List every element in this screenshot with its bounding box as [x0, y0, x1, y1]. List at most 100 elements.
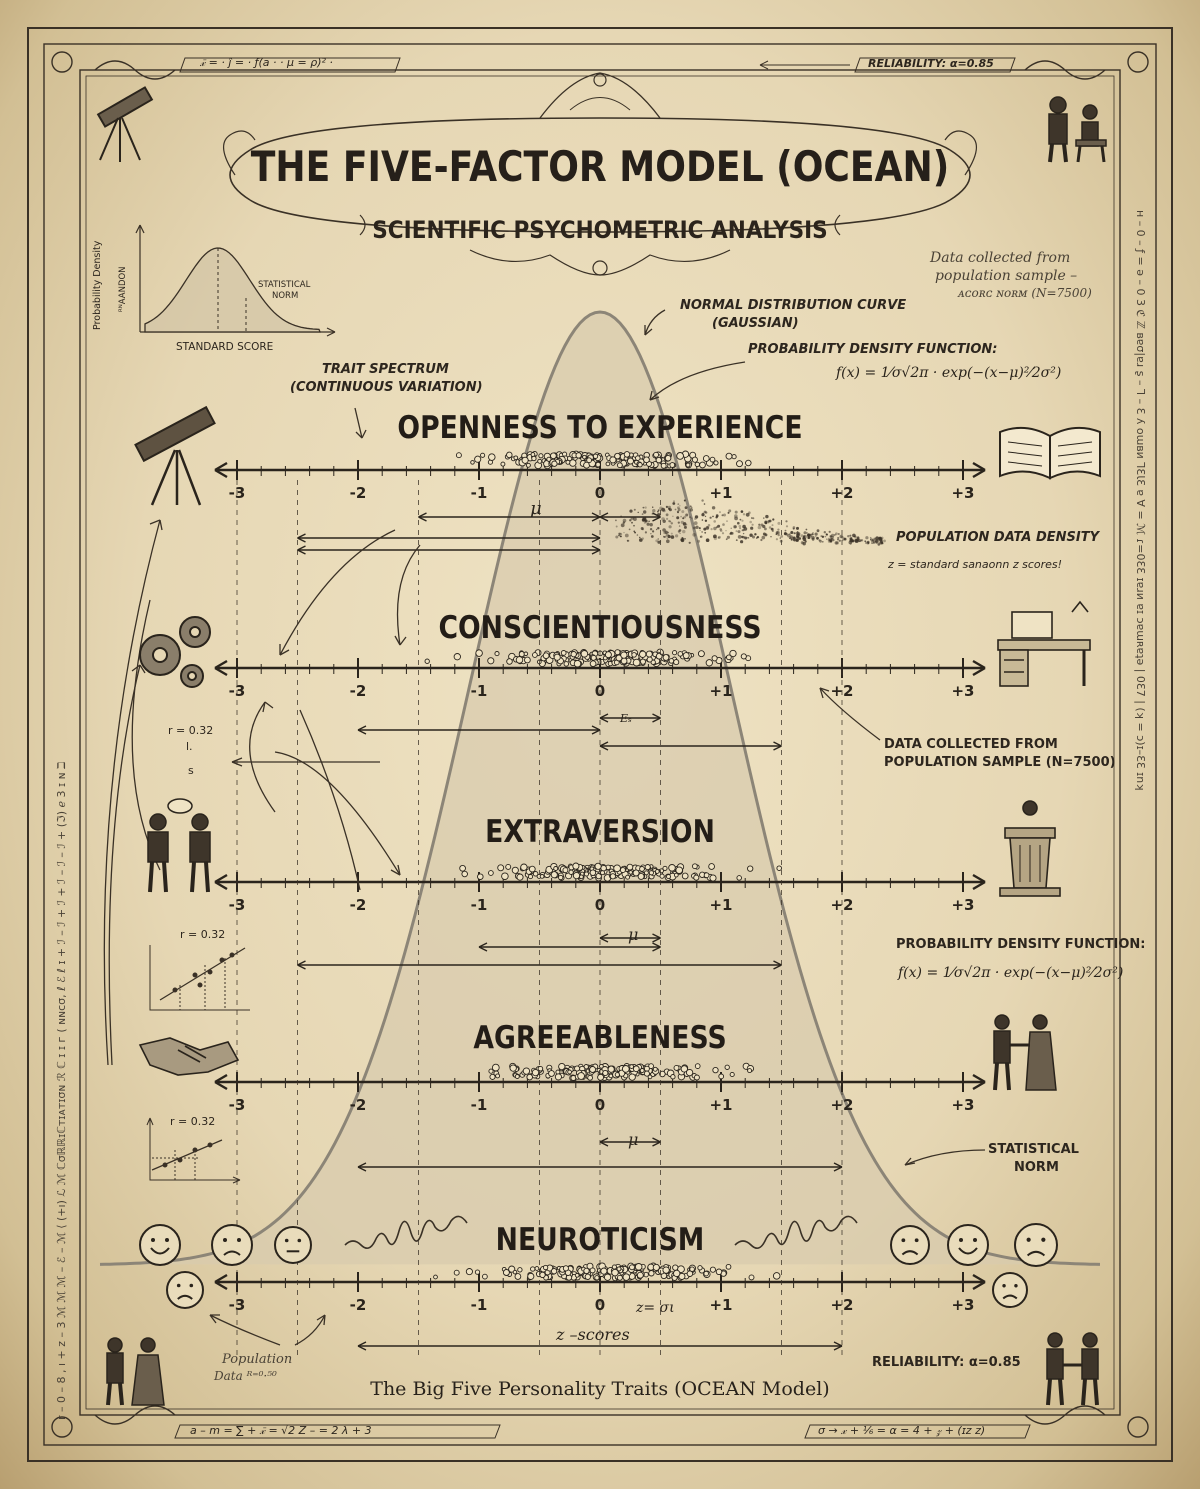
telescope-icon-large — [134, 405, 216, 506]
data-point — [572, 862, 580, 870]
man-and-woman-icon — [106, 1337, 165, 1406]
density-stipple-dot — [641, 518, 646, 522]
density-stipple-dot — [738, 524, 742, 528]
data-point — [672, 650, 678, 656]
data-point — [718, 1073, 725, 1080]
data-point — [660, 462, 667, 469]
density-stipple-dot — [873, 541, 875, 544]
data-point — [477, 873, 484, 880]
data-point — [589, 660, 597, 668]
density-stipple-dot — [697, 539, 701, 543]
data-point — [495, 1073, 501, 1079]
density-stipple-dot — [847, 535, 850, 538]
density-stipple-dot — [865, 541, 868, 545]
density-stipple-dot — [718, 535, 721, 539]
density-stipple-dot — [832, 538, 835, 542]
density-stipple-dot — [652, 509, 656, 513]
tick-label: 0 — [594, 1096, 606, 1114]
density-stipple-dot — [704, 519, 708, 522]
density-stipple-dot — [624, 533, 629, 538]
density-stipple-dot — [721, 532, 725, 535]
density-stipple-dot — [663, 531, 666, 535]
data-point — [594, 1275, 600, 1281]
data-point — [607, 1065, 615, 1073]
data-collected-line2: POPULATION SAMPLE (N=7500) — [884, 755, 1116, 770]
density-stipple-dot — [883, 539, 886, 543]
data-point — [482, 1273, 488, 1280]
data-point — [655, 652, 663, 660]
data-point — [621, 1065, 630, 1073]
density-stipple-dot — [703, 527, 707, 531]
density-stipple-dot — [750, 526, 754, 530]
data-point — [550, 1268, 558, 1275]
density-stipple-dot — [795, 538, 798, 542]
density-stipple-dot — [822, 541, 824, 543]
density-stipple-dot — [805, 528, 808, 531]
density-stipple-dot — [763, 517, 765, 519]
tick-label: +3 — [951, 1296, 975, 1314]
range-arrowheads — [297, 545, 601, 555]
tick-label: +2 — [830, 1296, 854, 1314]
data-point — [553, 653, 561, 661]
page-title: THE FIVE-FACTOR MODEL (OCEAN) — [250, 142, 950, 191]
trait-spectrum-label-2: (CONTINUOUS VARIATION) — [290, 380, 483, 395]
data-point — [646, 656, 653, 663]
density-stipple-dot — [689, 508, 693, 512]
tick-label: +2 — [830, 484, 854, 502]
data-point — [643, 456, 650, 464]
tick-label: +3 — [951, 896, 975, 914]
face-mouth — [1026, 1250, 1046, 1257]
data-point — [560, 650, 567, 656]
data-point — [709, 456, 716, 463]
density-stipple-dot — [785, 520, 788, 523]
face-mouth — [901, 1250, 919, 1256]
data-point — [703, 1270, 709, 1277]
density-stipple-dot — [661, 517, 665, 521]
tick-label: 0 — [594, 1296, 606, 1314]
density-stipple-dot — [662, 528, 666, 532]
density-stipple-dot — [620, 523, 625, 528]
density-stipple-dot — [830, 537, 833, 540]
telescope-icon — [96, 86, 154, 162]
density-stipple-dot — [633, 508, 636, 511]
data-point — [538, 453, 544, 459]
data-point — [709, 874, 717, 882]
data-point — [611, 1264, 617, 1270]
density-stipple-dot — [674, 508, 677, 511]
data-point — [589, 1066, 597, 1073]
density-stipple-dot — [777, 528, 780, 531]
density-stipple-dot — [789, 535, 793, 539]
density-stipple-dot — [703, 503, 706, 505]
data-point — [643, 1065, 650, 1072]
data-point — [639, 650, 647, 658]
data-point — [747, 865, 754, 872]
data-point — [693, 1074, 700, 1081]
data-point — [584, 1273, 591, 1280]
tick-label: -1 — [470, 682, 488, 700]
range-arrowheads — [297, 533, 601, 543]
face-mouth — [177, 1294, 193, 1300]
density-stipple-dot — [719, 511, 721, 514]
data-point — [652, 1263, 660, 1271]
density-stipple-dot — [657, 538, 659, 540]
density-stipple-dot — [834, 534, 836, 536]
density-stipple-dot — [677, 530, 681, 533]
data-point — [506, 451, 513, 459]
data-point — [539, 874, 545, 879]
z-scores-axis-label: z –scores — [556, 1325, 630, 1344]
density-stipple-dot — [752, 535, 755, 539]
density-stipple-dot — [641, 528, 644, 531]
r-label-1-s: s — [188, 764, 194, 777]
density-stipple-dot — [699, 529, 701, 531]
density-stipple-dot — [683, 525, 687, 529]
density-stipple-dot — [739, 527, 742, 530]
density-stipple-dot — [682, 529, 686, 534]
data-point — [619, 867, 626, 874]
density-stipple-dot — [751, 523, 754, 526]
data-point — [523, 651, 529, 657]
density-stipple-dot — [859, 540, 861, 543]
density-stipple-dot — [737, 521, 740, 525]
data-collected-line1: DATA COLLECTED FROM — [884, 737, 1058, 752]
